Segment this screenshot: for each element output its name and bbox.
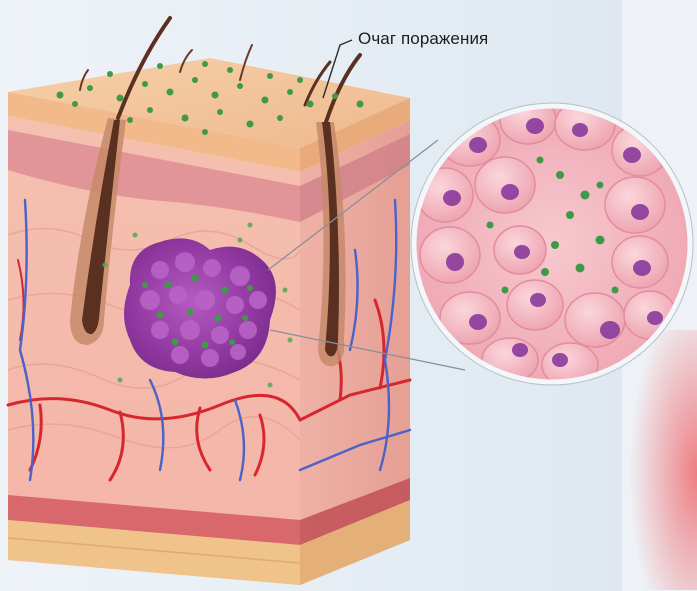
- lesion-focus-label: Очаг поражения: [358, 29, 488, 49]
- lesion-focus: [124, 238, 276, 378]
